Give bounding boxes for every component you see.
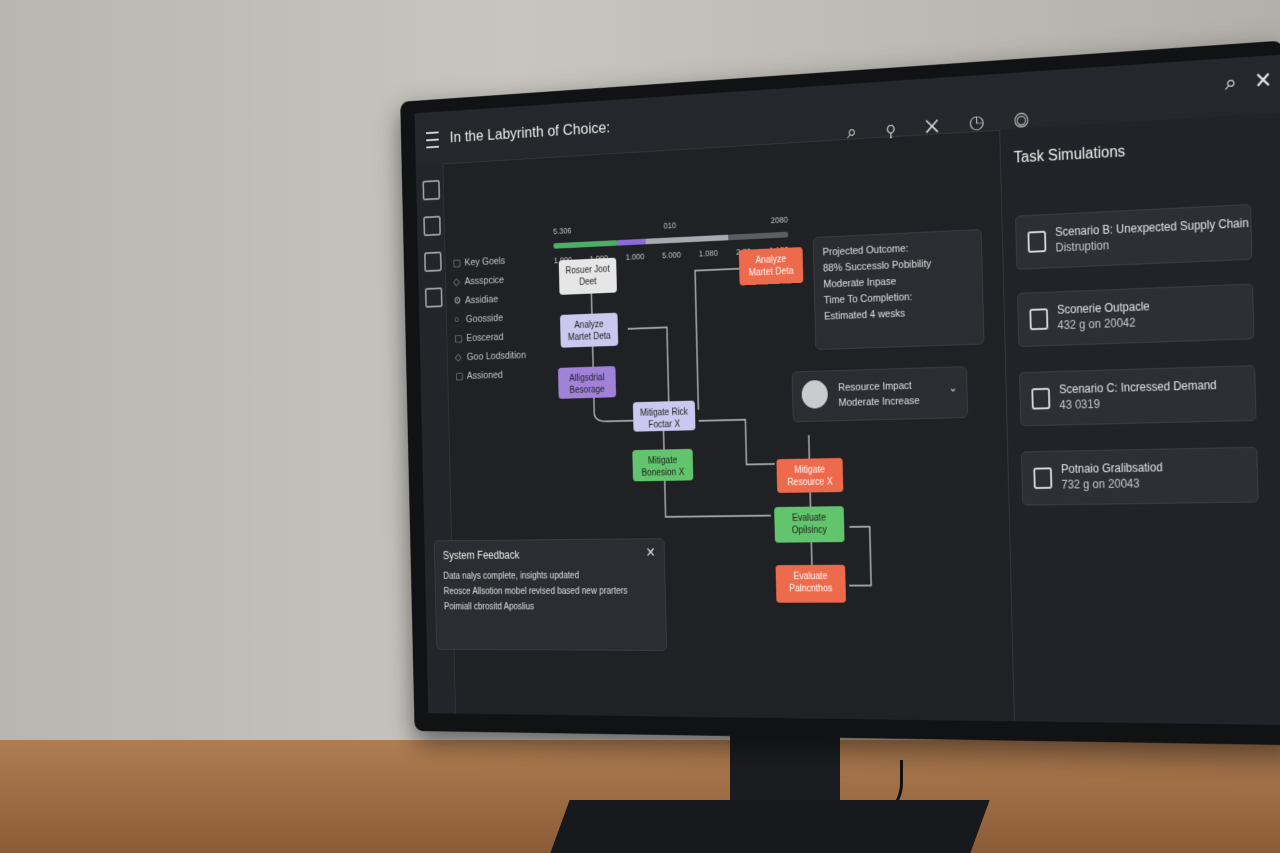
resource-value: Moderate Increase (838, 393, 920, 410)
feedback-item: Reosce Allsotion mobel revised based new… (443, 583, 656, 599)
monitor-base (550, 800, 989, 853)
flow-node-evaluate-efficiency[interactable]: Evaluate Opilsincy (774, 506, 844, 543)
scenario-card[interactable]: Potnaio Gralibsatiod732 g on 20043 (1021, 447, 1259, 506)
window-controls: ⌕✕ (1207, 67, 1272, 97)
system-feedback-panel: System Feedback ✕ Data nalys complete, i… (434, 538, 667, 651)
tools-icon (1033, 467, 1052, 489)
task-simulations-panel: Task Simulations Scenario B: Unexpected … (999, 112, 1280, 725)
flow-node-evaluate-pathways[interactable]: Evaluate Palncnthos (776, 565, 847, 603)
monitor: In the Labyrinth of Choice: ⌕✕ ▢ Key Goe… (400, 41, 1280, 746)
feedback-title: System Feedback (443, 547, 656, 564)
task-simulations-title: Task Simulations (1013, 144, 1125, 168)
connector (628, 327, 669, 402)
feedback-item: Poimiall cbrositd Aposlius (444, 599, 657, 615)
connector (665, 477, 771, 517)
close-icon[interactable]: ✕ (1254, 67, 1273, 93)
flow-node-mitigate-risk[interactable]: Mitigate Rick Foctar X (633, 401, 696, 432)
card-subtitle: 732 g on 20043 (1061, 475, 1163, 492)
flow-node-analyze-market[interactable]: Analyze Martet Deta (560, 313, 618, 348)
resource-impact-panel[interactable]: Resource Impact Moderate Increase ⌄ (792, 366, 969, 422)
lock-icon (1027, 231, 1046, 253)
connector (811, 542, 812, 565)
connector (848, 527, 871, 586)
resource-avatar-icon (801, 380, 828, 409)
grid-icon (1029, 308, 1048, 330)
scenario-card[interactable]: Sconerie Outpacle432 g on 20042 (1017, 284, 1254, 348)
app-window: In the Labyrinth of Choice: ⌕✕ ▢ Key Goe… (415, 54, 1280, 725)
connector (699, 419, 775, 465)
scenario-card[interactable]: Scenario B: Unexpected Supply ChainDistr… (1015, 204, 1252, 270)
scenario-card[interactable]: Scenario C: Incressed Demand43 0319 (1019, 365, 1257, 426)
connector (594, 396, 633, 422)
card-title: Potnaio Gralibsatiod (1061, 459, 1163, 476)
connector (695, 269, 743, 410)
flow-node-allocate-resources[interactable]: Alligsdrial Besorage (558, 366, 616, 399)
connector (809, 435, 810, 459)
flow-node-mitigate-green[interactable]: Mitigate Bonesion X (632, 449, 693, 482)
search-icon[interactable]: ⌕ (1225, 70, 1238, 96)
chart-icon (1031, 388, 1050, 410)
close-icon[interactable]: ✕ (646, 545, 656, 561)
card-subtitle: 43 0319 (1059, 393, 1217, 413)
projected-outcome-panel: Projected Outcome: 88% Successlo Pobibil… (813, 229, 985, 350)
card-subtitle: 432 g on 20042 (1057, 314, 1150, 333)
flow-node-analyze-market-red[interactable]: Analyze Martet Deta (739, 247, 804, 285)
feedback-item: Data nalys complete, insights updated (443, 568, 656, 584)
flow-node-root-cause[interactable]: Rosuer Joot Deet (559, 258, 617, 295)
flow-node-mitigate-resource[interactable]: Mitigate Resource X (776, 458, 843, 493)
chevron-down-icon[interactable]: ⌄ (948, 381, 957, 395)
